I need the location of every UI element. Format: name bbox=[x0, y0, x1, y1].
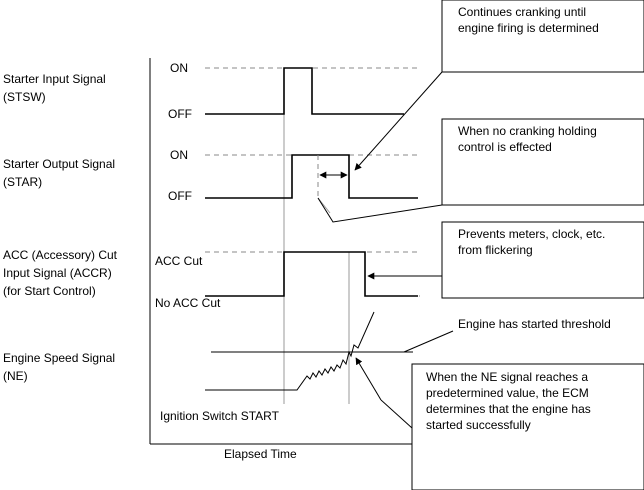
stsw-on-label: ON bbox=[170, 61, 188, 75]
accr-name-3: (for Start Control) bbox=[3, 284, 96, 298]
elapsed-time-label: Elapsed Time bbox=[224, 447, 297, 461]
callout-flicker-box bbox=[441, 221, 644, 299]
callout-ne-line4: started successfully bbox=[426, 418, 531, 432]
starter-input-name-1: Starter Input Signal bbox=[3, 72, 106, 86]
ignition-switch-start-label: Ignition Switch START bbox=[160, 409, 280, 423]
callout-cranking-line2: engine firing is determined bbox=[458, 21, 599, 35]
stsw-off-label: OFF bbox=[168, 107, 192, 121]
accr-high-label: ACC Cut bbox=[155, 254, 203, 268]
starter-output-name-2: (STAR) bbox=[3, 175, 42, 189]
callout-flicker-line2: from flickering bbox=[458, 243, 533, 257]
star-waveform bbox=[205, 154, 418, 199]
callout-holding-line2: control is effected bbox=[458, 140, 552, 154]
callout-holding-box bbox=[441, 118, 644, 206]
starter-output-name-1: Starter Output Signal bbox=[3, 157, 115, 171]
engine-speed-name-2: (NE) bbox=[3, 369, 28, 383]
callout-ne-pointer-b bbox=[355, 357, 382, 401]
threshold-pointer bbox=[403, 330, 454, 353]
callout-holding-line1: When no cranking holding bbox=[458, 124, 597, 138]
callout-cranking-box bbox=[441, 0, 644, 73]
accr-low-label: No ACC Cut bbox=[155, 296, 221, 310]
callout-cranking-line1: Continues cranking until bbox=[458, 5, 586, 19]
callout-ne-line3: determines that the engine has bbox=[426, 402, 591, 416]
stsw-waveform bbox=[205, 67, 404, 115]
callout-holding-pointer bbox=[317, 197, 443, 223]
star-off-label: OFF bbox=[168, 189, 192, 203]
callout-flicker-line1: Prevents meters, clock, etc. bbox=[458, 227, 605, 241]
callout-ne-line1: When the NE signal reaches a bbox=[426, 370, 588, 384]
accr-waveform bbox=[205, 251, 418, 297]
engine-speed-name-1: Engine Speed Signal bbox=[3, 351, 115, 365]
callout-ne-line2: predetermined value, the ECM bbox=[426, 386, 589, 400]
threshold-label: Engine has started threshold bbox=[458, 317, 611, 331]
starter-input-name-2: (STSW) bbox=[3, 90, 46, 104]
ne-waveform bbox=[205, 311, 375, 391]
accr-name-2: Input Signal (ACCR) bbox=[3, 266, 112, 280]
star-on-label: ON bbox=[170, 148, 188, 162]
callout-cranking-pointer bbox=[354, 71, 443, 171]
accr-name-1: ACC (Accessory) Cut bbox=[3, 248, 118, 262]
callout-ne-box bbox=[411, 363, 644, 490]
callout-ne-pointer-a bbox=[380, 399, 413, 429]
